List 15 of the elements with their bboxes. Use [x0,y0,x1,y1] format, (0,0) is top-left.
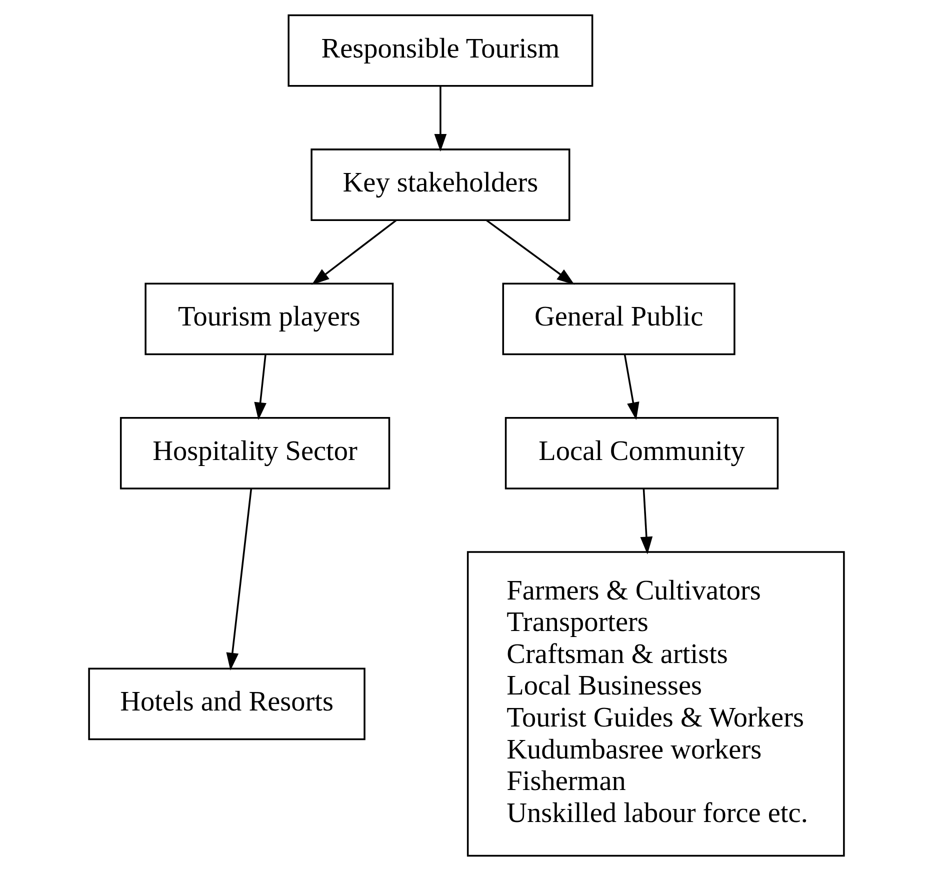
arrow [226,488,252,671]
node-box: Hospitality Sector [119,416,390,490]
arrow [640,488,652,554]
node-box: Hotels and Resorts [88,668,365,740]
node-box: Farmers & Cultivators Transporters Craftsman & artists Local Businesses Tourist Guides & Workers Kudumbasree workers Fisherman Unskilled labour force etc. [466,551,844,857]
node-box: Tourism players [144,282,394,356]
node-box: Key stakeholders [310,148,570,221]
arrow [623,354,639,420]
arrow [311,219,396,285]
arrow [254,354,266,420]
arrow [485,219,574,285]
node-box: Local Community [504,416,778,490]
arrow [434,86,446,152]
node-box: General Public [502,282,735,356]
node-box: Responsible Tourism [287,14,593,87]
